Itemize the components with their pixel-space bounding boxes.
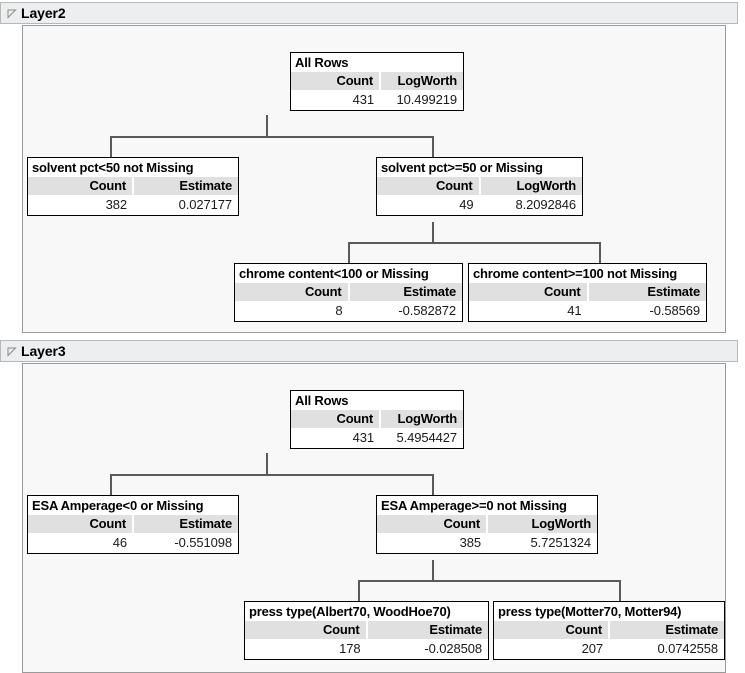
node-col2-header: Estimate xyxy=(347,283,462,301)
node-col1-value: 178 xyxy=(339,641,361,656)
node-col2-value: -0.028508 xyxy=(424,641,482,656)
node-col1-value: 207 xyxy=(581,641,603,656)
node-col1-header: Count xyxy=(377,515,487,533)
node-col2-value: 5.4954427 xyxy=(396,430,457,445)
node-col2-header: LogWorth xyxy=(379,72,463,90)
node-title: chrome content>=100 not Missing xyxy=(473,266,678,281)
node-col2-header: Estimate xyxy=(586,283,706,301)
outline-header-layer3[interactable]: Layer3 xyxy=(0,340,738,362)
node-col2-header: Estimate xyxy=(365,621,488,639)
node-stats-table: Count Estimate 8 -0.582872 xyxy=(235,283,462,321)
tree-node-press-type-albert70-woodhoe70[interactable]: press type(Albert70, WoodHoe70) Count Es… xyxy=(244,601,489,660)
node-col2-value: -0.58569 xyxy=(649,303,700,318)
connector-root-stem xyxy=(266,453,268,476)
node-title: All Rows xyxy=(295,55,349,70)
node-col1-value: 46 xyxy=(112,535,127,550)
outline-header-layer2[interactable]: Layer2 xyxy=(0,2,738,24)
node-col2-header: LogWorth xyxy=(478,177,582,195)
node-col2-header: Estimate xyxy=(608,621,724,639)
node-col1-value: 49 xyxy=(459,197,474,212)
node-col2-value: 0.0742558 xyxy=(657,641,718,656)
node-title: ESA Amperage<0 or Missing xyxy=(32,498,204,513)
connector-right-drop xyxy=(432,136,434,158)
node-col1-header: Count xyxy=(245,621,367,639)
tree-panel-layer2: All Rows Count LogWorth 431 10.499219 so… xyxy=(22,25,726,333)
node-col1-header: Count xyxy=(28,515,133,533)
triangle-open-icon[interactable] xyxy=(5,345,18,358)
node-col1-header: Count xyxy=(235,283,349,301)
node-stats-table: Count Estimate 382 0.027177 xyxy=(28,177,238,215)
node-col1-header: Count xyxy=(291,72,381,90)
node-col1-value: 41 xyxy=(567,303,582,318)
connector-gc-left-drop xyxy=(348,242,350,264)
layer-title: Layer2 xyxy=(21,5,66,21)
node-title: press type(Albert70, WoodHoe70) xyxy=(249,604,451,619)
node-col1-header: Count xyxy=(28,177,133,195)
node-col1-header: Count xyxy=(494,621,609,639)
node-title: All Rows xyxy=(295,393,349,408)
layer-title: Layer3 xyxy=(21,343,66,359)
connector-level1-bar xyxy=(110,136,434,138)
node-col2-value: 8.2092846 xyxy=(515,197,576,212)
node-stats-table: Count LogWorth 431 5.4954427 xyxy=(291,410,463,448)
tree-node-esa-amperage-gte-0[interactable]: ESA Amperage>=0 not Missing Count LogWor… xyxy=(376,495,598,554)
connector-level2-bar xyxy=(348,242,601,244)
connector-level1-bar xyxy=(110,474,434,476)
connector-right-stem xyxy=(432,222,434,244)
node-stats-table: Count LogWorth 49 8.2092846 xyxy=(377,177,582,215)
node-title: chrome content<100 or Missing xyxy=(239,266,429,281)
node-stats-table: Count Estimate 41 -0.58569 xyxy=(469,283,706,321)
node-col2-value: -0.551098 xyxy=(174,535,232,550)
node-col2-value: 0.027177 xyxy=(178,197,233,212)
triangle-open-icon[interactable] xyxy=(5,7,18,20)
connector-level2-bar xyxy=(358,580,621,582)
node-col2-header: LogWorth xyxy=(486,515,597,533)
tree-node-press-type-motter70-motter94[interactable]: press type(Motter70, Motter94) Count Est… xyxy=(493,601,725,660)
node-col1-header: Count xyxy=(377,177,480,195)
node-col2-value: 10.499219 xyxy=(396,92,457,107)
tree-panel-layer3: All Rows Count LogWorth 431 5.4954427 ES… xyxy=(22,363,726,673)
connector-right-stem xyxy=(432,560,434,582)
tree-node-esa-amperage-lt-0[interactable]: ESA Amperage<0 or Missing Count Estimate… xyxy=(27,495,239,554)
node-col2-value: -0.582872 xyxy=(398,303,456,318)
node-col1-header: Count xyxy=(291,410,381,428)
connector-gc-right-drop xyxy=(599,242,601,264)
connector-root-stem xyxy=(266,115,268,138)
tree-node-all-rows[interactable]: All Rows Count LogWorth 431 10.499219 xyxy=(290,52,464,111)
tree-node-solvent-pct-gte-50[interactable]: solvent pct>=50 or Missing Count LogWort… xyxy=(376,157,583,216)
tree-node-chrome-content-gte-100[interactable]: chrome content>=100 not Missing Count Es… xyxy=(468,263,707,322)
node-col1-value: 8 xyxy=(335,303,343,318)
tree-node-all-rows[interactable]: All Rows Count LogWorth 431 5.4954427 xyxy=(290,390,464,449)
connector-gc-right-drop xyxy=(619,580,621,602)
node-col1-value: 382 xyxy=(105,197,127,212)
connector-gc-left-drop xyxy=(358,580,360,602)
node-col1-value: 431 xyxy=(352,430,375,445)
node-title: ESA Amperage>=0 not Missing xyxy=(381,498,567,513)
tree-node-chrome-content-lt-100[interactable]: chrome content<100 or Missing Count Esti… xyxy=(234,263,463,322)
node-col2-value: 5.7251324 xyxy=(530,535,591,550)
node-title: solvent pct>=50 or Missing xyxy=(381,160,543,175)
node-col2-header: Estimate xyxy=(132,515,238,533)
tree-node-solvent-pct-lt-50[interactable]: solvent pct<50 not Missing Count Estimat… xyxy=(27,157,239,216)
node-stats-table: Count LogWorth 385 5.7251324 xyxy=(377,515,597,553)
node-title: press type(Motter70, Motter94) xyxy=(498,604,682,619)
node-stats-table: Count Estimate 178 -0.028508 xyxy=(245,621,488,659)
node-stats-table: Count LogWorth 431 10.499219 xyxy=(291,72,463,110)
node-stats-table: Count Estimate 207 0.0742558 xyxy=(494,621,724,659)
node-col1-value: 431 xyxy=(352,92,375,107)
node-col2-header: LogWorth xyxy=(379,410,463,428)
node-stats-table: Count Estimate 46 -0.551098 xyxy=(28,515,238,553)
connector-left-drop xyxy=(110,136,112,158)
connector-left-drop xyxy=(110,474,112,496)
node-title: solvent pct<50 not Missing xyxy=(32,160,194,175)
connector-right-drop xyxy=(432,474,434,496)
node-col1-header: Count xyxy=(469,283,588,301)
node-col1-value: 385 xyxy=(459,535,481,550)
node-col2-header: Estimate xyxy=(132,177,238,195)
